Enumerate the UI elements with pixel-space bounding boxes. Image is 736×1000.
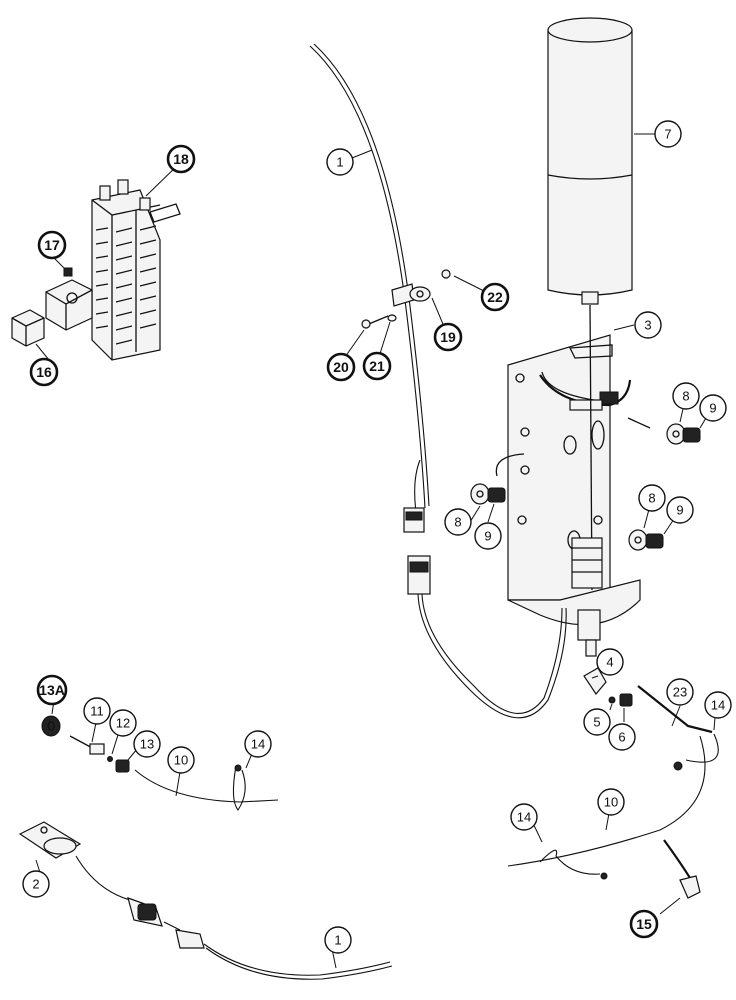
callout-21 (362, 351, 392, 381)
callout-22-label: 22 (487, 289, 503, 305)
callout-8-left-label: 8 (454, 515, 461, 530)
callout-20 (326, 352, 356, 382)
tube-fitting (637, 685, 719, 771)
callout-15 (629, 909, 659, 939)
callout-11 (83, 697, 111, 725)
callout-9-top-label: 9 (709, 401, 716, 416)
callout-3-label: 3 (644, 318, 651, 333)
callout-2 (22, 870, 50, 898)
callout-22 (480, 282, 510, 312)
callout-7 (654, 120, 682, 148)
cylinder-tank (547, 17, 633, 305)
cable-assembly-left (134, 764, 279, 811)
callout-14-right-label: 14 (711, 698, 725, 713)
callout-9-right-label: 9 (676, 503, 683, 518)
callout-13 (133, 730, 161, 758)
callout-13a (36, 674, 68, 706)
callout-12 (109, 709, 137, 737)
callout-6 (608, 723, 636, 751)
callout-20-label: 20 (333, 359, 349, 375)
relay-plug (11, 309, 45, 347)
elbow-fitting (583, 667, 633, 707)
wiring-harness-bottom (75, 855, 393, 980)
callout-1-top-label: 1 (336, 155, 343, 170)
hose-clamp (539, 344, 632, 411)
callouts: 1 7 3 8 9 8 9 8 9 4 5 6 23 14 10 14 15 (22, 120, 732, 969)
callout-19 (433, 322, 463, 352)
callout-8-top (672, 382, 700, 410)
callout-14-right (704, 691, 732, 719)
callout-17-label: 17 (44, 237, 60, 253)
callout-18-label: 18 (173, 151, 189, 167)
callout-15-label: 15 (636, 916, 652, 932)
callout-2-label: 2 (32, 877, 39, 892)
callout-18 (166, 144, 196, 174)
callout-11-label: 11 (90, 704, 104, 719)
callout-1-bottom-label: 1 (334, 933, 341, 948)
callout-1-top (326, 148, 354, 176)
fuse-relay-block (91, 179, 181, 361)
callout-23-label: 23 (673, 685, 687, 700)
callout-17 (37, 230, 67, 260)
callout-7-label: 7 (664, 127, 671, 142)
callout-9-top (699, 394, 727, 422)
pressure-fitting (571, 537, 603, 657)
callout-16-label: 16 (36, 364, 52, 380)
callout-10-right (597, 788, 625, 816)
callout-13-label: 13 (140, 737, 154, 752)
callout-9-left (474, 522, 502, 550)
callout-13a-label: 13A (39, 682, 65, 698)
callout-5 (583, 708, 611, 736)
callout-10-left-label: 10 (174, 753, 188, 768)
callout-9-right (666, 496, 694, 524)
harness-clip (361, 269, 451, 329)
callout-8-left (444, 508, 472, 536)
callout-6-label: 6 (618, 730, 625, 745)
relay (45, 267, 93, 331)
callout-4-label: 4 (606, 655, 613, 670)
callout-14-left-label: 14 (251, 737, 265, 752)
fitting-assembly-left (41, 715, 130, 773)
callout-8-top-label: 8 (682, 389, 689, 404)
callout-23 (666, 678, 694, 706)
callout-16 (29, 357, 59, 387)
callout-14-bottom-label: 14 (517, 810, 531, 825)
callout-21-label: 21 (369, 358, 385, 374)
callout-5-label: 5 (593, 715, 600, 730)
callout-14-bottom (510, 803, 538, 831)
cable-assembly-right (507, 735, 706, 899)
callout-10-left (167, 746, 195, 774)
callout-8-right (638, 484, 666, 512)
callout-9-left-label: 9 (484, 529, 491, 544)
sensor-switch (18, 821, 82, 859)
callout-3 (634, 311, 662, 339)
callout-14-left (244, 730, 272, 758)
callout-12-label: 12 (116, 716, 130, 731)
callout-4 (596, 648, 624, 676)
callout-1-bottom (324, 926, 352, 954)
callout-8-right-label: 8 (648, 491, 655, 506)
callout-10-right-label: 10 (604, 795, 618, 810)
washers-and-nuts (470, 417, 701, 551)
callout-19-label: 19 (440, 329, 456, 345)
